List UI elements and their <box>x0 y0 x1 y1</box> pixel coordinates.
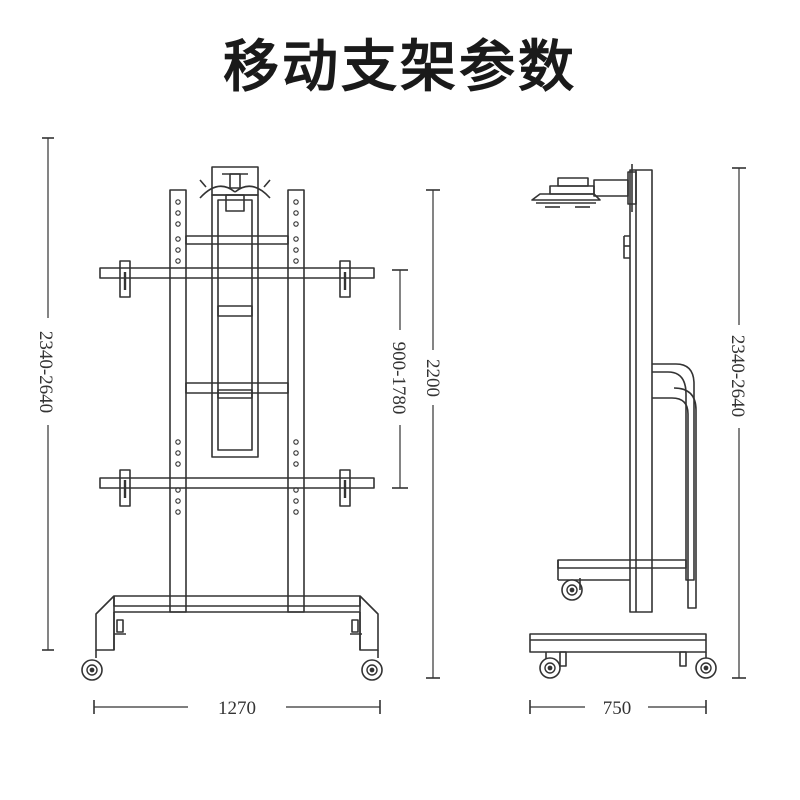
upper-crossbar <box>185 235 289 245</box>
middle-crossbar <box>185 382 289 394</box>
base-depth-label: 750 <box>603 698 632 719</box>
mount-range-dimension <box>392 269 408 489</box>
column-height-dimension <box>426 189 440 679</box>
base-width-label: 1270 <box>218 698 256 719</box>
side-handle <box>652 363 697 609</box>
side-total-height-label: 2340-2640 <box>727 335 748 417</box>
side-total-height-dimension <box>732 167 746 679</box>
front-casters <box>81 650 383 681</box>
front-total-height-dimension <box>42 137 54 651</box>
top-bracket <box>199 166 271 212</box>
center-tray <box>211 194 259 458</box>
front-view <box>42 137 440 714</box>
front-total-height-label: 2340-2640 <box>35 331 56 413</box>
side-shelf <box>557 559 687 601</box>
upper-mount-arm <box>99 260 375 298</box>
side-view <box>529 164 746 714</box>
base-depth-dimension <box>529 700 707 714</box>
column-holes <box>175 199 299 515</box>
left-column <box>169 189 187 613</box>
front-base <box>95 595 379 651</box>
side-base <box>529 633 707 667</box>
projector-mount <box>531 164 637 212</box>
column-height-label: 2200 <box>422 359 443 397</box>
lower-mount-arm <box>99 469 375 507</box>
side-column <box>623 169 653 613</box>
base-width-dimension <box>93 700 381 714</box>
mount-range-label: 900-1780 <box>388 342 409 415</box>
page-title: 移动支架参数 <box>223 35 577 100</box>
right-column <box>287 189 305 613</box>
